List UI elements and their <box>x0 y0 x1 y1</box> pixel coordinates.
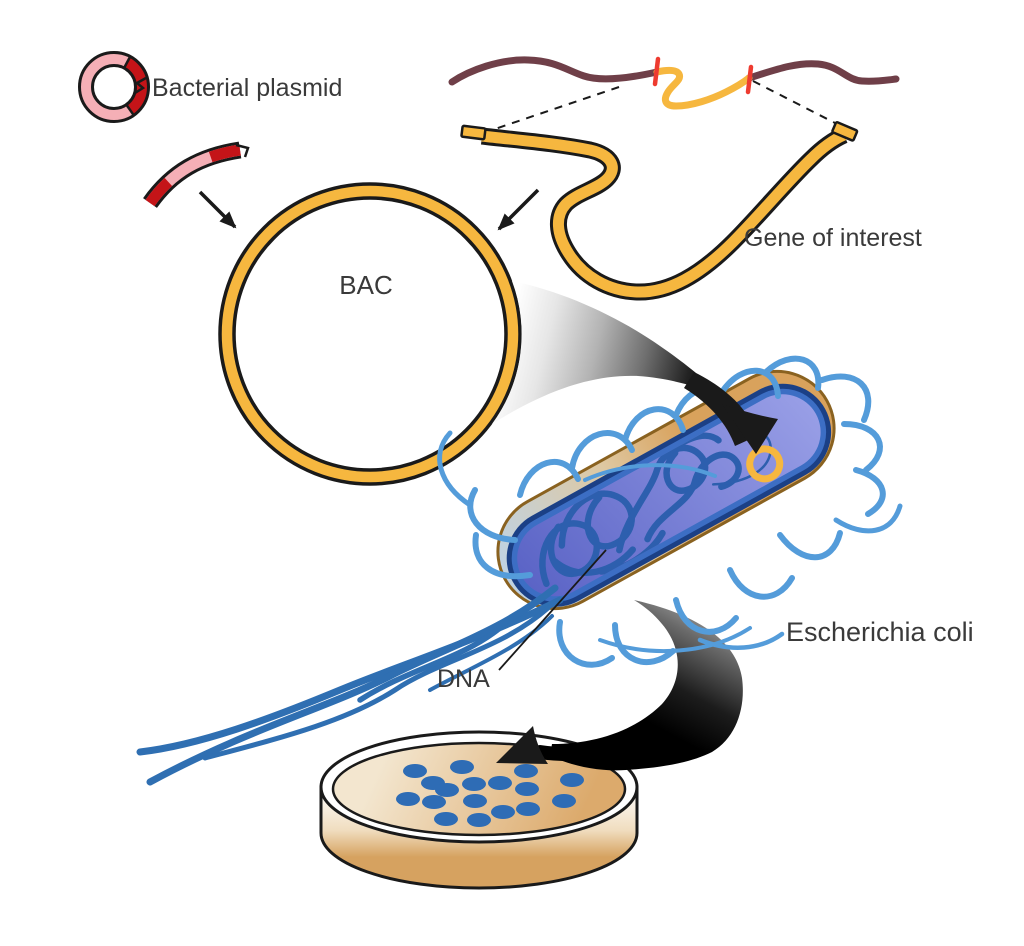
colony <box>560 773 584 787</box>
linearized-plasmid-fragment <box>143 141 250 209</box>
colony <box>462 777 486 791</box>
flagellum <box>841 421 883 473</box>
bac-vector <box>218 182 522 486</box>
funnel-cell-to-dish <box>496 600 743 771</box>
plasmid-inner-outline <box>91 64 137 110</box>
arrow-plasmid-to-bac <box>198 190 237 229</box>
colony <box>434 812 458 826</box>
colony <box>396 792 420 806</box>
cut-site-left <box>652 56 661 87</box>
dna-loop <box>644 451 742 543</box>
dna-loop <box>616 444 709 554</box>
leader-dashed-left <box>491 86 620 131</box>
colony <box>514 764 538 778</box>
colony <box>552 794 576 808</box>
arrow-gene-to-bac <box>497 188 540 231</box>
label-gene-of-interest: Gene of interest <box>744 224 922 252</box>
flagellum <box>467 487 518 543</box>
gene-of-interest-ribbon <box>460 121 859 301</box>
funnel-bac-to-cell <box>492 281 778 454</box>
plasmid-insert-segment <box>123 56 149 116</box>
colony <box>467 813 491 827</box>
flagellum <box>673 597 739 635</box>
flagellum <box>612 622 676 665</box>
flagellum <box>719 367 781 399</box>
flagellum <box>437 430 473 508</box>
plasmid-segment-borders <box>122 55 135 117</box>
plasmid-notch <box>134 76 147 95</box>
flagellum <box>763 355 822 391</box>
cell-cytoplasm <box>517 394 821 597</box>
colony <box>422 795 446 809</box>
bundle-strand <box>428 614 554 692</box>
flagella-bundle <box>136 584 564 786</box>
gene-segment-in-strand <box>653 66 753 110</box>
flagellum <box>583 463 717 482</box>
plasmid-outer-outline <box>78 51 150 123</box>
bac-inner-outline <box>232 196 508 472</box>
dna-loop <box>551 546 636 576</box>
strand-right <box>745 60 900 85</box>
bundle-strand <box>357 625 503 703</box>
gene-ribbon-outline <box>480 127 848 301</box>
colony <box>516 802 540 816</box>
flagellum <box>556 619 615 668</box>
gene-ribbon-fill <box>481 129 847 298</box>
bac-ring <box>220 184 520 484</box>
flagellum <box>697 631 785 650</box>
funnel-wedge <box>492 281 720 424</box>
gene-sticky-end-left <box>460 124 487 141</box>
colony <box>403 764 427 778</box>
dna-leader-line <box>498 549 607 671</box>
label-bac: BAC <box>339 270 392 300</box>
flagellum <box>598 626 752 654</box>
plating-arrowhead <box>496 726 548 764</box>
genomic-dna-strand <box>448 56 900 110</box>
leader-dashed-right <box>752 80 838 125</box>
gene-sticky-end-right <box>831 121 859 142</box>
label-escherichia-coli: Escherichia coli <box>786 617 974 647</box>
colony <box>491 805 515 819</box>
fragment-step <box>235 143 250 158</box>
colony <box>488 776 512 790</box>
colony <box>435 783 459 797</box>
bundle-strand <box>146 584 559 786</box>
colony <box>515 782 539 796</box>
fragment-red-ends <box>145 144 241 207</box>
label-dna: DNA <box>437 665 490 693</box>
flagellum <box>622 406 686 443</box>
plating-arrow-shaft <box>533 741 629 762</box>
cut-site-right <box>745 64 754 95</box>
bac-outer-outline <box>218 182 522 486</box>
bundle-strand <box>202 605 551 761</box>
colony <box>450 760 474 774</box>
flagellum <box>517 458 581 498</box>
colonies-group <box>396 760 584 827</box>
flagellum <box>833 503 903 534</box>
flagellum <box>472 532 533 580</box>
strand-left <box>448 56 661 86</box>
flagellum <box>853 467 886 517</box>
colony <box>463 794 487 808</box>
bacterial-plasmid <box>78 51 150 123</box>
flagellum <box>727 567 795 600</box>
label-bacterial-plasmid: Bacterial plasmid <box>152 74 342 102</box>
flagellum <box>819 373 872 423</box>
flagellum <box>777 530 843 561</box>
insertion-arrowhead <box>722 404 778 454</box>
funnel-swoosh <box>550 600 743 771</box>
